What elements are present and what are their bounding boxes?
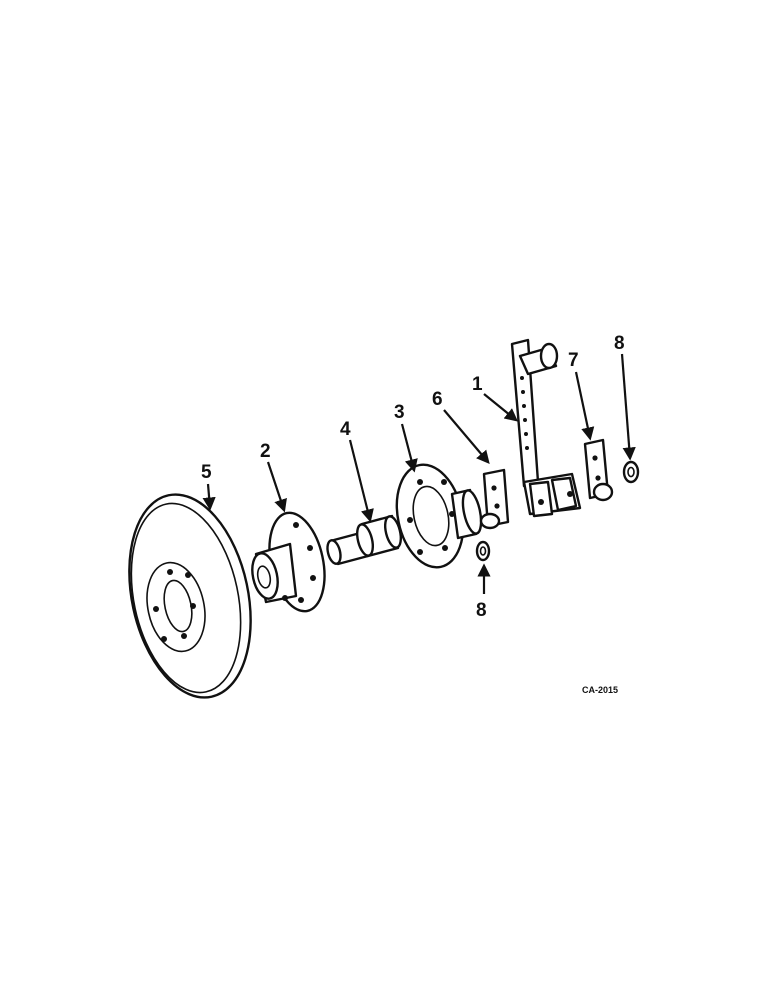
leader-5 [202, 483, 216, 511]
callout-8-upper: 8 [614, 333, 625, 354]
leader-3 [400, 423, 418, 473]
leader-6 [443, 409, 490, 465]
drawing-code: CA-2015 [582, 685, 618, 695]
part-2-hub [251, 511, 326, 613]
part-8-washer-lower [475, 540, 491, 562]
part-4-spindle [326, 514, 403, 566]
leader-4 [348, 439, 374, 523]
part-6-bracket [479, 468, 510, 530]
callout-5: 5 [201, 462, 212, 483]
leader-2 [266, 461, 287, 513]
callout-labels: 5 2 4 3 6 1 7 8 8 [201, 333, 625, 621]
leader-1 [483, 393, 519, 422]
callout-7: 7 [568, 350, 579, 371]
part-1-arm [510, 338, 582, 518]
callout-1: 1 [472, 374, 483, 395]
part-3-flange [395, 463, 483, 569]
callout-4: 4 [340, 419, 351, 440]
leader-7 [574, 371, 595, 441]
callout-2: 2 [260, 441, 271, 462]
callout-8-lower: 8 [476, 600, 487, 621]
leader-8-upper [620, 353, 636, 461]
part-7-bracket [583, 438, 614, 502]
callout-3: 3 [394, 402, 405, 423]
callout-6: 6 [432, 389, 443, 410]
part-8-washer-upper [622, 460, 640, 484]
leader-lines [202, 353, 636, 594]
part-5-disc-blade [128, 493, 252, 699]
